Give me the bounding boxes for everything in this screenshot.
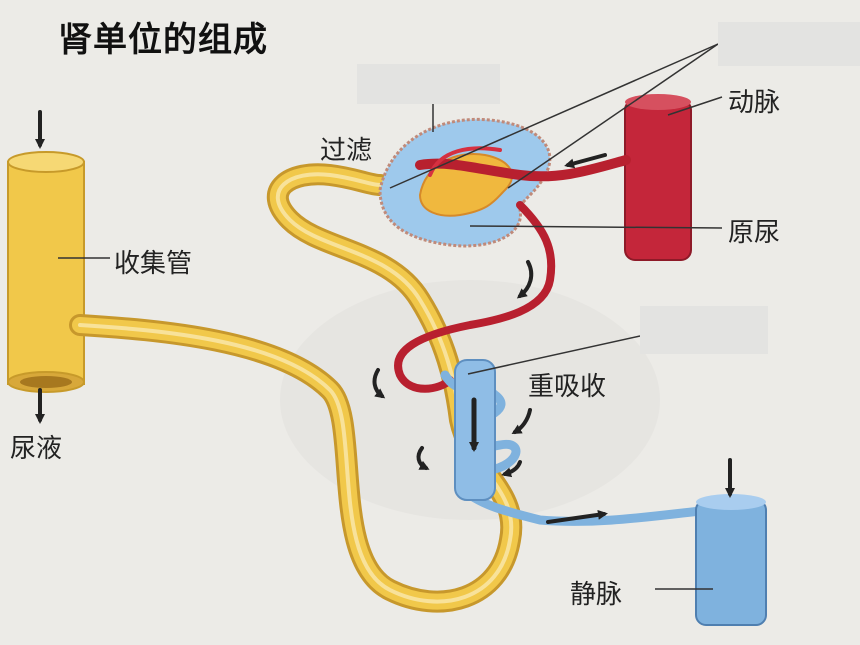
blank-label-box-2 [718, 22, 860, 66]
arrow-icon [416, 446, 430, 470]
arrow-icon [564, 153, 607, 169]
label-urine: 尿液 [10, 434, 63, 464]
label-collecting-duct: 收集管 [114, 249, 193, 279]
label-filtration: 过滤 [320, 136, 373, 166]
collecting-duct [7, 151, 85, 393]
arrow-icon [372, 368, 386, 399]
label-artery: 动脉 [728, 88, 781, 118]
flow-arrows [35, 110, 735, 524]
blank-label-box-3 [640, 306, 768, 354]
label-primary-urine: 原尿 [728, 218, 781, 248]
arrow-icon [501, 460, 522, 478]
arrow-icon [516, 260, 534, 299]
blank-label-box-1 [357, 64, 500, 104]
vein [695, 494, 767, 626]
label-reabsorption: 重吸收 [528, 372, 607, 402]
arrow-icon [546, 509, 608, 524]
leader-lines [58, 43, 723, 590]
artery [624, 94, 692, 261]
label-vein: 静脉 [570, 580, 623, 610]
page-title: 肾单位的组成 [58, 20, 268, 60]
arrow-icon [511, 408, 532, 434]
